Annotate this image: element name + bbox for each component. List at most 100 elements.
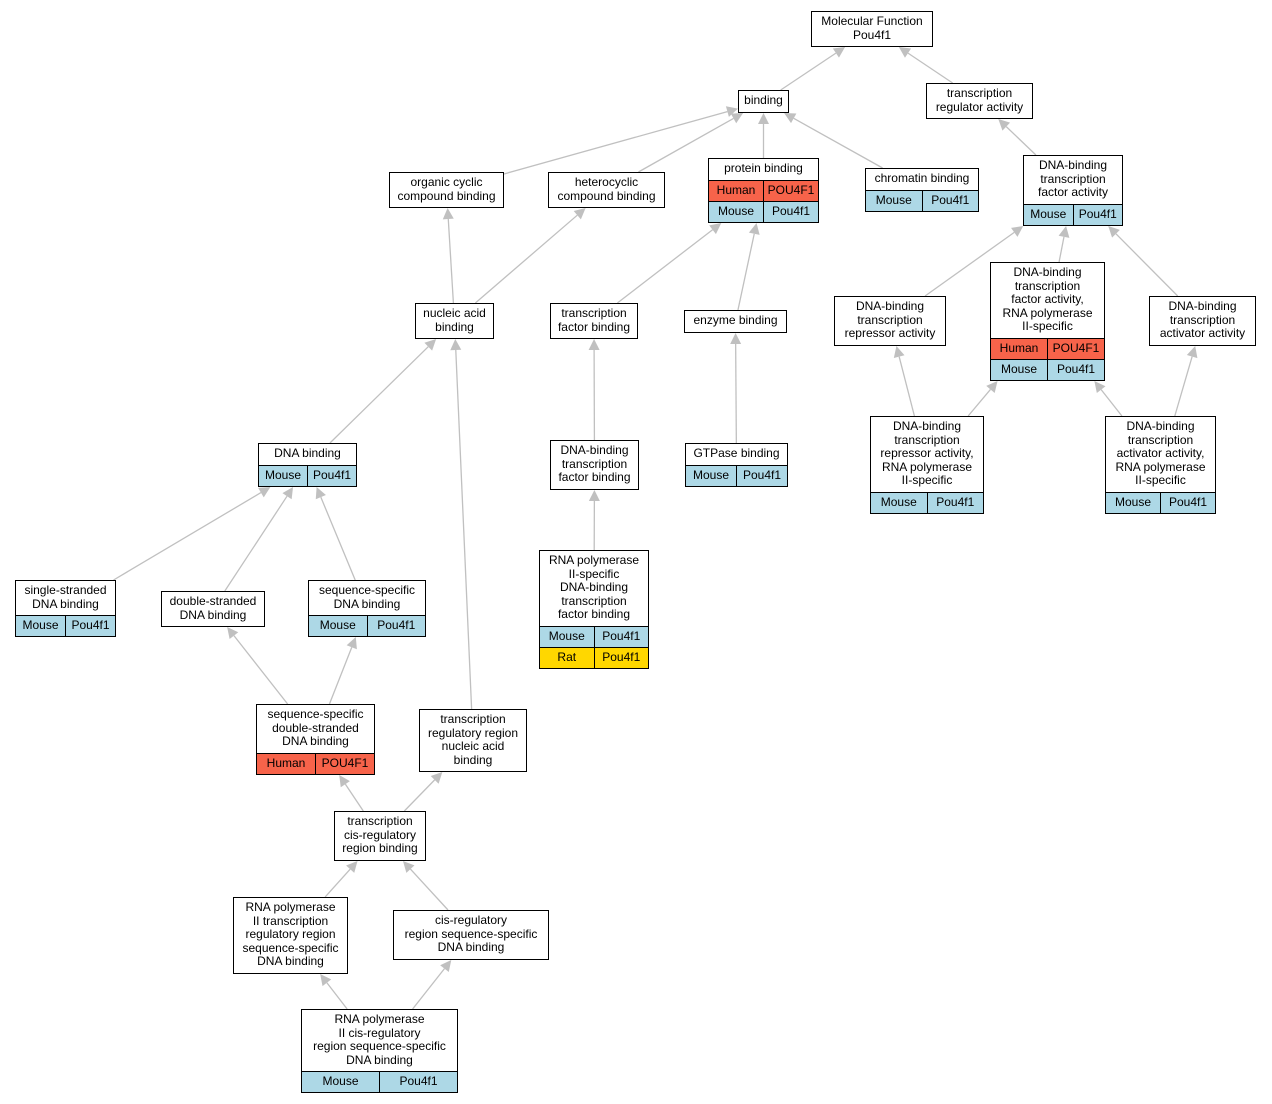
node-label: GTPase binding <box>693 446 780 460</box>
edge-rep2-to-dbtra <box>898 356 916 417</box>
edge-eb-to-pb <box>737 233 755 311</box>
edge-ssds-to-dsdna <box>233 635 289 705</box>
species-name: Mouse <box>322 1074 359 1088</box>
node-dna-binding-transcription-factor-binding[interactable]: DNA-binding transcription factor binding <box>550 440 639 490</box>
gene-name: Pou4f1 <box>307 465 356 486</box>
edge-binding-to-mf <box>780 52 837 91</box>
species-name: Mouse <box>264 467 302 482</box>
edge-tcrb-to-trrnab <box>403 779 436 812</box>
node-cis-regulatory-region-sequence-specific-dna-binding[interactable]: cis-regulatory region sequence-specific … <box>393 910 549 960</box>
node-rnap2-cis-regulatory-region-dna-binding[interactable]: RNA polymerase II cis-regulatory region … <box>301 1009 458 1093</box>
edge-ssds-to-seqdna <box>328 646 353 705</box>
arrowhead-cisreg-to-tcrb <box>402 861 415 873</box>
arrowhead-dsdna-to-db <box>282 487 294 500</box>
gene-name: Pou4f1 <box>1160 492 1215 513</box>
node-double-stranded-dna-binding[interactable]: double-stranded DNA binding <box>161 591 265 627</box>
species-name: Human <box>716 182 756 197</box>
species-name: Mouse <box>319 618 356 632</box>
edge-db-to-nab <box>329 346 429 444</box>
edge-dbtfa2-to-dbtfa <box>1058 236 1065 263</box>
node-label: double-stranded DNA binding <box>169 594 257 622</box>
arrowhead-rnap2tf-to-dbtfb <box>588 490 600 502</box>
gene-name: Pou4f1 <box>763 201 818 222</box>
edge-act2-to-dbtaa <box>1174 356 1193 417</box>
node-label: sequence-specific DNA binding <box>318 583 416 611</box>
node-rnap2-specific-dna-binding-tf-binding[interactable]: RNA polymerase II-specific DNA-binding t… <box>539 550 649 669</box>
node-label: RNA polymerase II transcription regulato… <box>242 900 339 968</box>
arrowhead-dbtra-to-dbtfa <box>1011 226 1024 237</box>
node-label: organic cyclic compound binding <box>397 175 496 203</box>
edge-hcb-to-binding <box>638 117 734 173</box>
node-label: DNA-binding transcription activator acti… <box>1159 299 1246 340</box>
edge-trrnab-to-nab <box>455 349 473 710</box>
arrowhead-nab-to-hcb <box>573 208 586 220</box>
node-transcription-cis-regulatory-region-binding[interactable]: transcription cis-regulatory region bind… <box>334 811 426 861</box>
node-dna-binding-repressor-activity-rnap2[interactable]: DNA-binding transcription repressor acti… <box>870 416 984 514</box>
edge-dbtra-to-dbtfa <box>924 231 1015 297</box>
node-transcription-factor-binding[interactable]: transcription factor binding <box>550 303 638 339</box>
arrowhead-cb-to-binding <box>784 113 797 124</box>
node-sequence-specific-double-stranded-dna-binding[interactable]: sequence-specific double-stranded DNA bi… <box>256 704 375 775</box>
node-dna-binding-activator-activity-rnap2[interactable]: DNA-binding transcription activator acti… <box>1105 416 1216 514</box>
edge-seqdna-to-db <box>320 496 356 581</box>
gene-name: POU4F1 <box>763 180 818 201</box>
gene-name: Pou4f1 <box>593 647 649 668</box>
node-molecular-function[interactable]: Molecular Function Pou4f1 <box>811 11 933 47</box>
arrowhead-trrnab-to-nab <box>450 339 462 351</box>
gene-name: POU4F1 <box>1047 338 1104 359</box>
species-row: Human POU4F1 <box>709 179 818 201</box>
edge-dbtaa-to-dbtfa <box>1115 233 1179 297</box>
edge-tra-to-mf <box>907 52 953 84</box>
arrowhead-gtp-to-eb <box>730 333 742 345</box>
node-dna-binding-transcription-factor-activity[interactable]: DNA-binding transcription factor activit… <box>1023 155 1123 226</box>
edge-ocb-to-binding <box>503 110 728 175</box>
gene-name: Pou4f1 <box>593 626 649 647</box>
node-heterocyclic-compound-binding[interactable]: heterocyclic compound binding <box>548 172 665 208</box>
arrowhead-ssdna-to-db <box>258 487 271 498</box>
species-name: Rat <box>557 649 577 664</box>
gene-name: Pou4f1 <box>366 616 426 636</box>
node-label: heterocyclic compound binding <box>557 175 656 203</box>
node-sequence-specific-dna-binding[interactable]: sequence-specific DNA binding Mouse Pou4f… <box>308 580 426 637</box>
gene-name: Pou4f1 <box>65 616 115 636</box>
node-transcription-regulatory-region-nucleic-acid-binding[interactable]: transcription regulatory region nucleic … <box>419 709 527 772</box>
node-nucleic-acid-binding[interactable]: nucleic acid binding <box>415 303 494 339</box>
edge-rnap2trr-to-tcrb <box>324 868 351 898</box>
edge-dsdna-to-db <box>224 495 288 592</box>
node-label: DNA-binding transcription repressor acti… <box>880 419 974 487</box>
node-label: chromatin binding <box>874 171 970 185</box>
gene-name: Pou4f1 <box>379 1072 457 1092</box>
node-label: DNA-binding transcription activator acti… <box>1115 419 1206 487</box>
edge-tcrb-to-ssds <box>344 783 364 812</box>
node-dna-binding-transcription-activator-activity[interactable]: DNA-binding transcription activator acti… <box>1149 296 1256 346</box>
node-label: binding <box>744 93 783 107</box>
arrowhead-rep2-to-dbtra <box>893 346 905 359</box>
species-row: Mouse Pou4f1 <box>309 615 425 636</box>
node-label: RNA polymerase II cis-regulatory region … <box>313 1012 446 1067</box>
gene-name: Pou4f1 <box>926 492 984 513</box>
node-dna-binding-tf-activity-rnap2[interactable]: DNA-binding transcription factor activit… <box>990 262 1105 381</box>
species-name: Mouse <box>1030 206 1067 221</box>
node-dna-binding-transcription-repressor-activity[interactable]: DNA-binding transcription repressor acti… <box>834 296 946 346</box>
node-label: protein binding <box>724 161 803 175</box>
edge-rep2-to-dbtfa2 <box>967 389 991 417</box>
node-binding[interactable]: binding <box>738 90 789 113</box>
node-rnap2-transcription-regulatory-region-binding[interactable]: RNA polymerase II transcription regulato… <box>233 897 348 974</box>
node-label: transcription regulator activity <box>935 86 1024 114</box>
node-organic-cyclic-compound-binding[interactable]: organic cyclic compound binding <box>389 172 504 208</box>
species-name: Mouse <box>548 628 585 643</box>
node-transcription-regulator-activity[interactable]: transcription regulator activity <box>926 83 1033 119</box>
node-label: sequence-specific double-stranded DNA bi… <box>267 707 364 748</box>
node-enzyme-binding[interactable]: enzyme binding <box>684 310 787 333</box>
edge-nab-to-ocb <box>447 218 455 304</box>
